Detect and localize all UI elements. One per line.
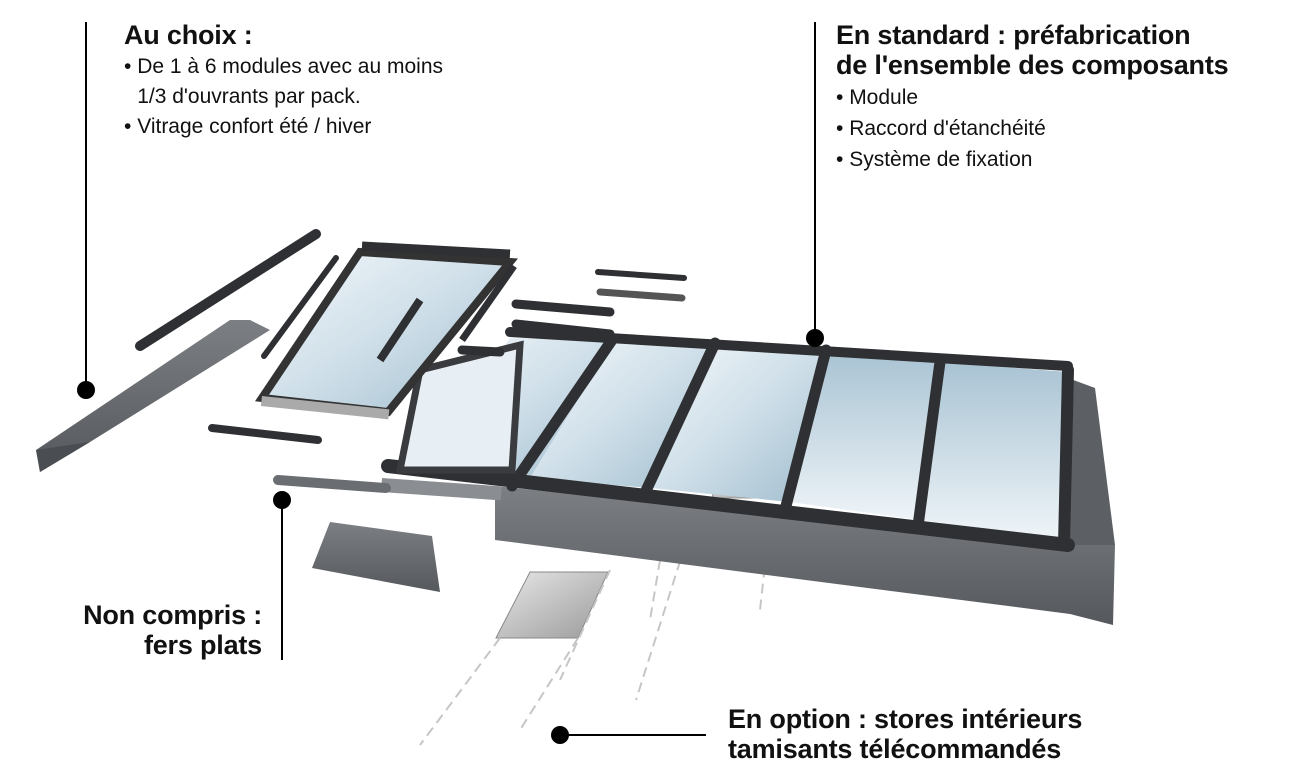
callout-au-choix: Au choix : De 1 à 6 modules avec au moin… <box>124 20 443 142</box>
callout-line2: tamisants télécommandés <box>728 734 1062 764</box>
main-skylight-unit <box>381 327 1115 625</box>
blind-panel <box>495 571 609 639</box>
glass-pane <box>920 362 1068 538</box>
list-item: Module <box>836 82 1228 113</box>
bullet-list: De 1 à 6 modules avec au moins 1/3 d'ouv… <box>124 52 443 142</box>
callout-non-compris: Non compris : fers plats <box>40 600 262 660</box>
leader-lines <box>77 22 824 744</box>
opening-sash <box>255 241 518 420</box>
list-item: De 1 à 6 modules avec au moins 1/3 d'ouv… <box>124 52 443 112</box>
callout-en-option: En option : stores intérieurs tamisants … <box>728 704 1082 764</box>
list-item: Raccord d'étanchéité <box>836 113 1228 144</box>
glass-pane <box>530 340 715 488</box>
callout-line2: fers plats <box>143 630 262 660</box>
upstand-side <box>1068 378 1115 545</box>
frame-profiles <box>135 229 687 493</box>
list-item: Système de fixation <box>836 144 1228 175</box>
callout-title-line2: de l'ensemble des composants <box>836 50 1229 80</box>
side-flashing <box>36 320 270 472</box>
front-flashing <box>312 522 440 592</box>
callout-en-standard: En standard : préfabrication de l'ensemb… <box>836 20 1229 175</box>
glass-pane <box>790 352 940 520</box>
upstand-flashing <box>495 486 1115 625</box>
bullet-list: Module Raccord d'étanchéité Système de f… <box>836 82 1228 175</box>
callout-line1: Non compris : <box>83 600 262 630</box>
callout-line1: En option : stores intérieurs <box>728 704 1083 734</box>
glass-pane <box>650 343 825 502</box>
list-item: Vitrage confort été / hiver <box>124 112 443 142</box>
callout-title-line1: En standard : préfabrication <box>836 20 1191 50</box>
callout-title: Au choix : <box>124 20 253 50</box>
